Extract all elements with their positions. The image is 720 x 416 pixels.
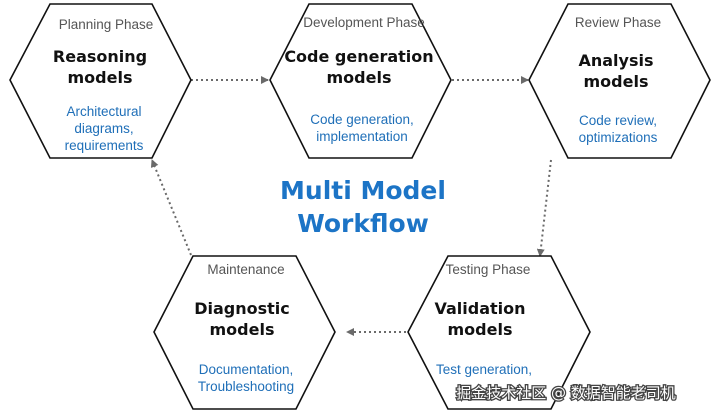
hexagon-shape	[269, 3, 452, 159]
model-title-line-1: Diagnostic	[194, 299, 290, 318]
phase-label: Planning Phase	[59, 17, 154, 32]
phase-node-testing: Testing Phase Validation models Test gen…	[407, 255, 591, 410]
diagram-title-line-2: Workflow	[297, 209, 429, 238]
model-title-line-1: Analysis	[578, 51, 653, 70]
description-line-1: Architectural	[66, 104, 141, 119]
description-line-2: Troubleshooting	[198, 379, 294, 394]
model-title-line-1: Validation	[434, 299, 525, 318]
description-line-2: optimizations	[579, 130, 658, 145]
description-line-2: diagrams,	[74, 121, 133, 136]
phase-node-maintenance: Maintenance Diagnostic models Documentat…	[153, 255, 336, 410]
description-line-1: Test generation,	[436, 362, 532, 377]
model-title-line-1: Code generation	[284, 47, 433, 66]
phase-label: Review Phase	[575, 15, 661, 30]
model-title-line-1: Reasoning	[53, 47, 147, 66]
model-title-line-2: models	[68, 68, 133, 87]
diagram-title: Multi Model Workflow	[280, 176, 446, 238]
arrow-review-to-testing	[536, 159, 552, 257]
phase-node-development: Development Phase Code generation models…	[269, 3, 452, 159]
phase-label: Testing Phase	[446, 262, 531, 277]
phase-label: Development Phase	[303, 15, 425, 30]
description-line-3: requirements	[65, 138, 144, 153]
hexagon-shape	[9, 3, 192, 159]
model-title-line-2: models	[448, 320, 513, 339]
hexagon-shape	[528, 3, 711, 159]
phase-node-planning: Planning Phase Reasoning models Architec…	[9, 3, 192, 159]
model-title-line-2: models	[327, 68, 392, 87]
watermark: 掘金技术社区 @ 数据智能老司机	[456, 384, 676, 402]
description-line-2: implementation	[316, 129, 408, 144]
description-line-1: Code review,	[579, 113, 657, 128]
phase-label: Maintenance	[207, 262, 284, 277]
diagram-title-line-1: Multi Model	[280, 176, 446, 205]
phase-node-review: Review Phase Analysis models Code review…	[528, 3, 711, 159]
hexagon-shape	[153, 255, 336, 410]
connectors	[150, 76, 552, 336]
model-title-line-2: models	[210, 320, 275, 339]
arrow-maintenance-to-planning	[150, 159, 192, 256]
model-title-line-2: models	[584, 72, 649, 91]
hexagon-shape	[407, 255, 591, 410]
description-line-1: Documentation,	[199, 362, 294, 377]
description-line-1: Code generation,	[310, 112, 414, 127]
